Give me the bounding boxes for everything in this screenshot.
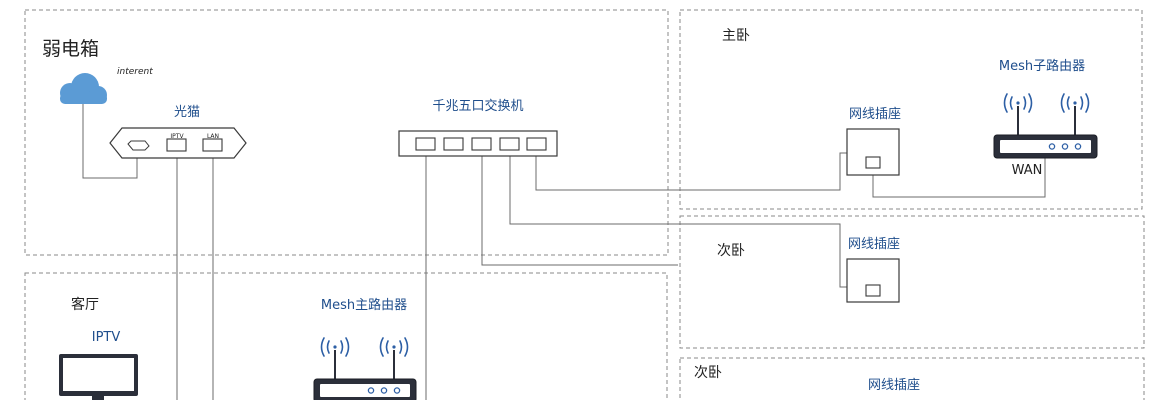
mesh-main-router-label: Mesh主路由器 bbox=[321, 297, 407, 313]
mesh-sub-router-label: Mesh子路由器 bbox=[999, 58, 1085, 74]
zone-title-master-bedroom: 主卧 bbox=[722, 28, 750, 44]
cloud-icon bbox=[60, 73, 107, 104]
wire-socket-to-sub-router bbox=[872, 157, 1046, 198]
wire-switch-to-master-bedroom bbox=[535, 150, 848, 191]
zone-master-bedroom bbox=[679, 9, 1143, 210]
zone-living-room bbox=[24, 272, 668, 400]
wifi-signal-icon bbox=[1060, 93, 1090, 113]
zone-second-bedroom-1 bbox=[679, 215, 1145, 349]
wifi-signal-icon bbox=[1003, 93, 1033, 113]
socket-master-port bbox=[865, 156, 881, 169]
wires bbox=[82, 102, 1046, 400]
wifi-signal-icon bbox=[379, 337, 409, 357]
modem-port-lan bbox=[202, 138, 223, 152]
wifi-signal-icon bbox=[320, 337, 350, 357]
zone-title-living-room: 客厅 bbox=[71, 296, 99, 313]
zone-title-weak-box: 弱电箱 bbox=[42, 38, 99, 60]
wire-switch-to-second-bedroom-2 bbox=[481, 150, 678, 266]
wan-label: WAN bbox=[1012, 163, 1043, 178]
switch-label: 千兆五口交换机 bbox=[432, 98, 523, 114]
zone-title-second-bedroom-1: 次卧 bbox=[717, 243, 745, 259]
socket-master-label: 网线插座 bbox=[849, 107, 901, 122]
zone-weak-box bbox=[24, 9, 669, 256]
mesh-main-router bbox=[313, 337, 417, 400]
zone-title-second-bedroom-2: 次卧 bbox=[694, 365, 722, 381]
modem-port-iptv-label: IPTV bbox=[170, 133, 184, 140]
modem-port-iptv bbox=[166, 138, 187, 152]
wire-cloud-to-modem bbox=[82, 102, 138, 179]
internet-label: interent bbox=[117, 67, 153, 77]
socket-second-1-port bbox=[865, 284, 881, 297]
fiber-port-icon bbox=[127, 140, 150, 151]
optical-modem-label: 光猫 bbox=[174, 105, 200, 120]
zone-second-bedroom-2 bbox=[679, 357, 1145, 400]
socket-second-1-label: 网线插座 bbox=[848, 237, 900, 252]
monitor-icon bbox=[59, 354, 138, 400]
iptv-label: IPTV bbox=[92, 330, 121, 345]
modem-port-lan-label: LAN bbox=[207, 133, 219, 140]
mesh-sub-router bbox=[993, 93, 1098, 159]
switch-port-5 bbox=[526, 137, 547, 151]
wire-switch-to-second-bedroom-1 bbox=[509, 150, 848, 288]
socket-second-2-label: 网线插座 bbox=[868, 378, 920, 393]
switch-port-2 bbox=[443, 137, 464, 151]
switch-port-3 bbox=[471, 137, 492, 151]
switch-port-4 bbox=[499, 137, 520, 151]
switch-port-1 bbox=[415, 137, 436, 151]
